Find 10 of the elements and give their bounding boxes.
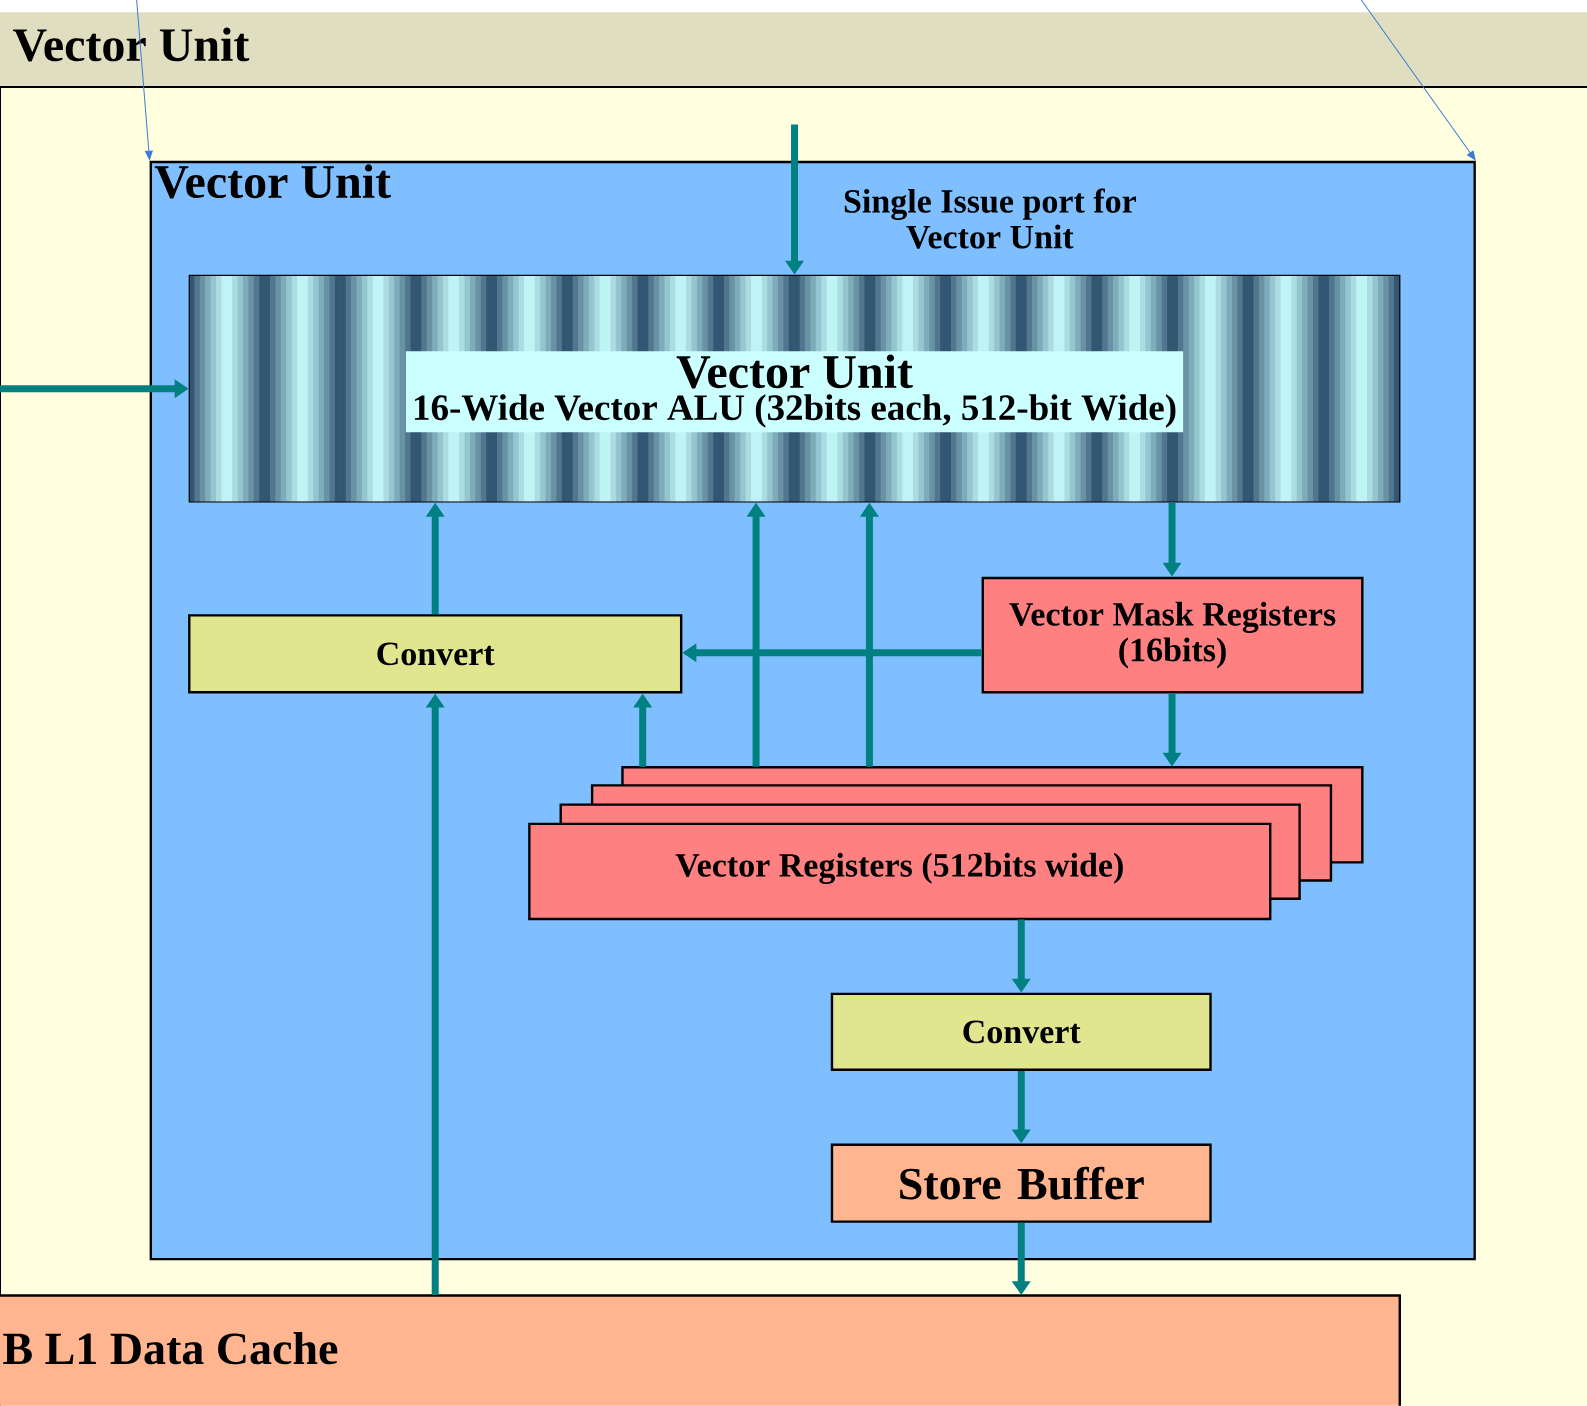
- leader-arrow: [136, 0, 153, 160]
- leader-arrow: [1360, 0, 1476, 161]
- convert-box: Convert: [188, 614, 683, 694]
- register-stack: Vector Registers (512bits wide): [528, 766, 1364, 921]
- alu-block: Vector Unit 16-Wide Vector ALU (32bits each, 512-bit Wide): [188, 274, 1401, 503]
- register-box: Vector Mask Registers (16bits): [981, 576, 1364, 694]
- cache-box: B L1 Data Cache: [0, 1294, 1401, 1406]
- convert-box: Convert: [830, 992, 1212, 1072]
- node-label: Vector Unit: [13, 27, 250, 62]
- buffer-box: Store Buffer: [830, 1143, 1212, 1223]
